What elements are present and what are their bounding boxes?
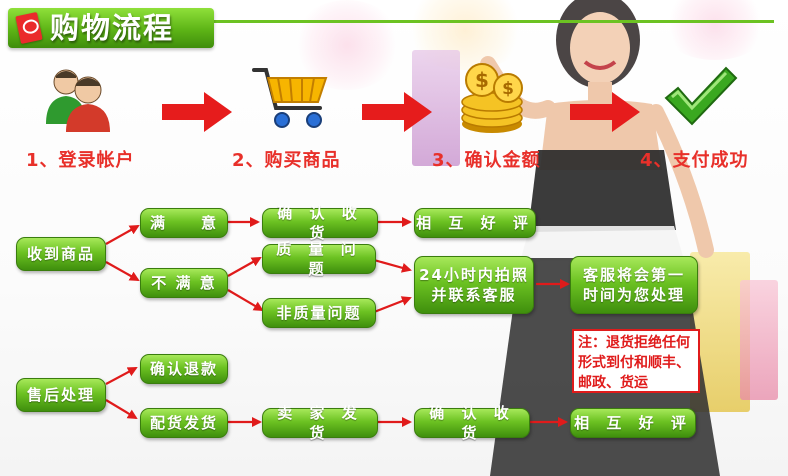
non-quality-issue-box: 非质量问题 bbox=[262, 298, 376, 328]
received-goods-box: 收到商品 bbox=[16, 237, 106, 271]
ship-replacement-box: 配货发货 bbox=[140, 408, 228, 438]
gold-coins-icon: $ $ bbox=[461, 63, 523, 133]
svg-text:$: $ bbox=[475, 68, 489, 92]
title-banner bbox=[8, 8, 214, 48]
shopping-cart-icon bbox=[252, 68, 328, 128]
svg-text:$: $ bbox=[502, 79, 514, 99]
seller-ships-box: 卖 家 发 货 bbox=[262, 404, 378, 442]
big-arrow-icon bbox=[162, 92, 232, 132]
step-label-confirm-amount: 3、确认金额 bbox=[432, 150, 541, 171]
step-label-purchase: 2、购买商品 bbox=[232, 150, 341, 171]
confirm-receipt-box: 确 认 收 货 bbox=[262, 204, 378, 242]
page-title: 购物流程 bbox=[50, 11, 175, 45]
users-icon bbox=[46, 69, 110, 132]
return-policy-note: 注：退货拒绝任何形式到付和顺丰、邮政、货运 bbox=[572, 329, 700, 393]
step-label-login: 1、登录帐户 bbox=[26, 150, 135, 171]
firework-decoration bbox=[660, 0, 770, 60]
contact-service-box: 24小时内拍照并联系客服 bbox=[414, 256, 534, 314]
firework-decoration bbox=[292, 0, 402, 90]
banner-line bbox=[214, 20, 774, 23]
satisfied-box: 满 意 bbox=[140, 208, 228, 238]
mutual-review-2-box: 相 互 好 评 bbox=[570, 408, 696, 438]
mutual-review-box: 相 互 好 评 bbox=[414, 208, 536, 238]
big-arrow-icon bbox=[570, 92, 640, 132]
step-label-payment-success: 4、支付成功 bbox=[640, 150, 749, 171]
shopping-bag-decoration bbox=[740, 280, 778, 400]
confirm-receipt-2-box: 确 认 收 货 bbox=[414, 404, 530, 442]
unsatisfied-box: 不 满 意 bbox=[140, 268, 228, 298]
quality-issue-box: 质 量 问 题 bbox=[262, 240, 376, 278]
after-sales-box: 售后处理 bbox=[16, 378, 106, 412]
confirm-refund-box: 确认退款 bbox=[140, 354, 228, 384]
big-arrow-icon bbox=[362, 92, 432, 132]
check-mark-icon bbox=[664, 66, 738, 126]
service-handle-box: 客服将会第一时间为您处理 bbox=[570, 256, 698, 314]
